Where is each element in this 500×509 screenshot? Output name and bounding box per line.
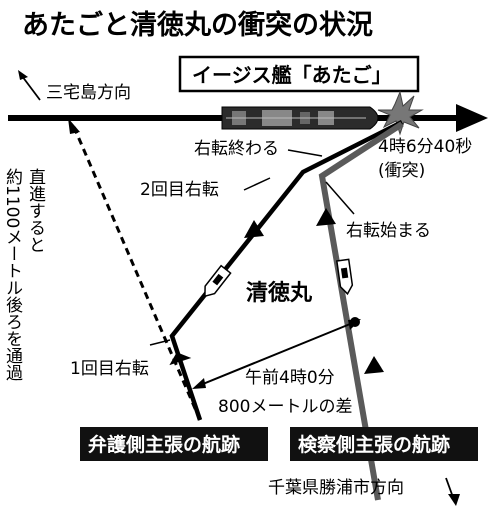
prosecution-track-line (318, 121, 404, 501)
boat-name-bg (240, 276, 326, 306)
collision-blast-icon (377, 90, 424, 136)
first-turn-leader (149, 339, 171, 346)
turn-end-label: 右転終わる (194, 139, 279, 159)
first-turn-label: 1回目右転 (70, 359, 149, 379)
aegis-label-box (178, 55, 420, 93)
straight-note-col2: 約1100メートル後ろを通過 (2, 168, 23, 381)
defense-track-label: 弁護側主張の航跡 (88, 433, 240, 456)
aegis-label: イージス艦「あたご」 (192, 63, 392, 87)
seitoku-boat-icon-prosecution (335, 258, 354, 296)
prosecution-track-label-box (290, 427, 478, 461)
miyake-direction-label: 三宅島方向 (46, 83, 131, 103)
prosecution-position-dot (350, 317, 360, 327)
defense-arrow-1 (169, 352, 192, 366)
second-turn-leader (243, 177, 271, 191)
dashed-line-arrowhead (68, 118, 80, 134)
defense-arrow-2 (244, 220, 264, 238)
turn-start-label: 右転始まる (346, 221, 431, 241)
defense-track-label-box (80, 427, 268, 461)
aegis-ship-icon (221, 106, 379, 130)
aegis-course-arrowhead (456, 104, 488, 132)
miyake-direction-arrow (21, 75, 41, 101)
distance-gap-label: 800メートルの差 (218, 397, 352, 417)
second-turn-label: 2回目右転 (140, 180, 219, 200)
collision-note: (衝突) (378, 161, 425, 181)
prosecution-track-label: 検察側主張の航跡 (298, 433, 450, 456)
turn-end-leader (287, 149, 323, 157)
turn-start-leader (325, 181, 355, 215)
prosecution-arrow-2 (316, 208, 336, 226)
gap-measure-line (197, 321, 356, 387)
boat-name: 清徳丸 (246, 280, 313, 306)
defense-track-line (169, 119, 404, 421)
defense-straight-dashed-line (72, 126, 202, 421)
straight-note-col1: 直進すると (25, 168, 46, 253)
miyake-arrow-head (18, 70, 28, 80)
seitoku-boat-icon-defense (204, 264, 232, 298)
katsuura-arrow-head (448, 494, 460, 506)
katsuura-direction-label: 千葉県勝浦市方向 (268, 478, 404, 498)
diagram-title: あたごと清徳丸の衝突の状況 (22, 9, 373, 41)
prosecution-arrow-1 (364, 356, 384, 374)
gap-arrow-left (192, 378, 206, 389)
time-gap-label: 午前4時0分 (245, 368, 335, 388)
collision-time: 4時6分40秒 (378, 137, 472, 157)
